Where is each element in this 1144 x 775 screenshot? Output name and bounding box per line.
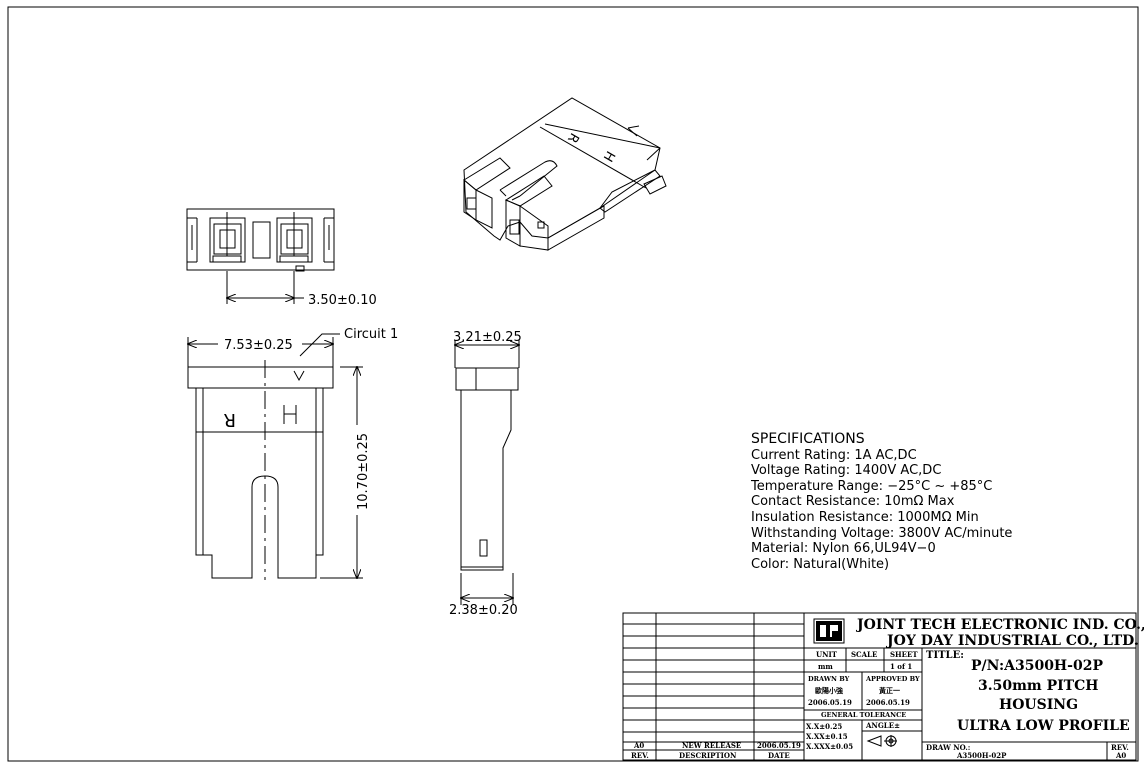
approved-by-name: 黃正一 — [878, 686, 900, 695]
general-tolerance-label: GENERAL TOLERANCE — [821, 711, 906, 719]
side-view — [455, 340, 519, 605]
rev-header-rev: REV. — [631, 751, 649, 760]
drawn-by-name: 歐陽小強 — [815, 686, 843, 695]
tolerance-2: X.XX±0.15 — [806, 732, 848, 741]
drawn-date: 2006.05.19 — [808, 698, 852, 707]
rev-header-date: DATE — [768, 751, 790, 760]
title-block — [622, 612, 1137, 761]
rev-row-rev: A0 — [633, 741, 644, 750]
top-view — [186, 208, 335, 304]
specifications-block: SPECIFICATIONS Current Rating: 1A AC,DC … — [751, 431, 1013, 572]
spec-line: Material: Nylon 66,UL94V−0 — [751, 541, 936, 557]
spec-line: Withstanding Voltage: 3800V AC/minute — [751, 525, 1013, 541]
spec-line: Temperature Range: −25°C ~ +85°C — [751, 478, 993, 494]
dim-bottom: 2.38±0.20 — [449, 603, 518, 618]
company-name-2: JOY DAY INDUSTRIAL CO., LTD. — [885, 633, 1139, 649]
unit-label: UNIT — [816, 650, 838, 659]
dim-width: 7.53±0.25 — [224, 338, 293, 353]
spec-line: Color: Natural(White) — [751, 556, 890, 572]
circuit-label: Circuit 1 — [344, 327, 398, 342]
tolerance-1: X.X±0.25 — [806, 722, 842, 731]
svg-text:R: R — [223, 409, 236, 430]
front-view: R — [188, 333, 363, 580]
tolerance-3: X.XXX±0.05 — [806, 742, 853, 751]
rev-value: A0 — [1115, 751, 1126, 760]
spec-line: Insulation Resistance: 1000MΩ Min — [751, 509, 979, 525]
draw-no-label: DRAW NO.: — [926, 743, 970, 752]
company-name-1: JOINT TECH ELECTRONIC IND. CO., LTD. — [855, 617, 1144, 633]
unit-value: mm — [818, 662, 833, 671]
company-logo — [816, 621, 842, 641]
dim-pitch: 3.50±0.10 — [308, 293, 377, 308]
rev-row-date: 2006.05.19 — [757, 741, 801, 750]
title-label: TITLE: — [926, 650, 964, 661]
spec-line: Contact Resistance: 10mΩ Max — [751, 494, 955, 510]
angle-label: ANGLE± — [865, 721, 900, 730]
rev-label: REV. — [1111, 743, 1129, 752]
title-line-4: ULTRA LOW PROFILE — [957, 718, 1130, 734]
part-number: P/N:A3500H-02P — [971, 658, 1103, 674]
dim-height: 10.70±0.25 — [356, 433, 371, 510]
title-line-3: HOUSING — [999, 697, 1078, 713]
draw-no-value: A3500H-02P — [956, 751, 1007, 760]
sheet-value: 1 of 1 — [890, 662, 912, 671]
drawn-by-label: DRAWN BY — [808, 675, 850, 683]
dim-depth: 3.21±0.25 — [453, 330, 522, 345]
specifications-heading: SPECIFICATIONS — [751, 431, 865, 447]
rev-row-description: NEW RELEASE — [682, 741, 741, 750]
approved-date: 2006.05.19 — [866, 698, 910, 707]
spec-line: Current Rating: 1A AC,DC — [751, 447, 917, 463]
scale-label: SCALE — [851, 650, 877, 659]
isometric-view: R H — [463, 97, 667, 251]
approved-by-label: APPROVED BY — [865, 675, 920, 683]
outer-border — [7, 6, 1139, 762]
spec-line: Voltage Rating: 1400V AC,DC — [751, 463, 942, 479]
sheet-label: SHEET — [890, 650, 918, 659]
rev-header-description: DESCRIPTION — [679, 751, 737, 760]
title-line-2: 3.50mm PITCH — [978, 678, 1098, 694]
